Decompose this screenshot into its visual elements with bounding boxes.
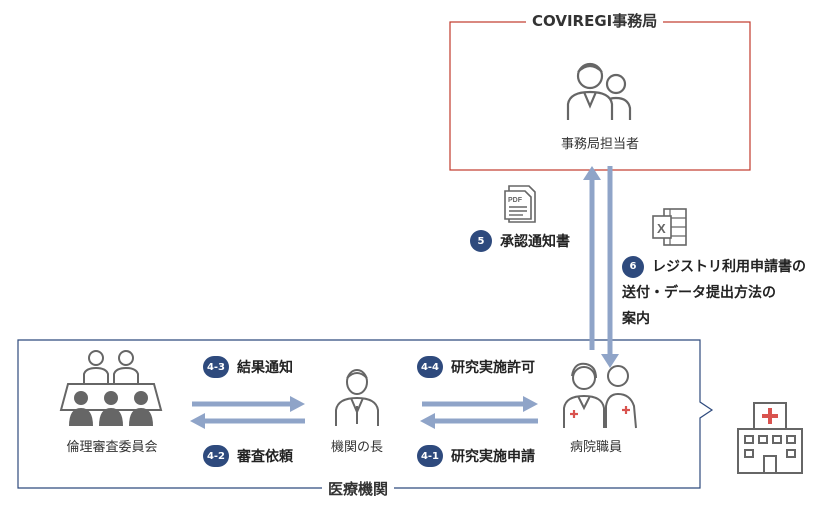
step-4-1-badge: 4-1 [417, 445, 443, 467]
step-4-2-badge: 4-2 [203, 445, 229, 467]
secretariat-title: COVIREGI事務局 [526, 10, 664, 31]
step-4-1: 4-1 研究実施申請 [417, 445, 535, 467]
committee-meeting-icon [59, 350, 163, 426]
step-6-line2: 送付・データ提出方法の [622, 285, 776, 301]
excel-icon-text: X [657, 221, 666, 236]
institution-head-label: 機関の長 [330, 440, 383, 455]
pdf-icon-text: PDF [508, 197, 523, 204]
excel-document-icon: X [652, 208, 687, 246]
step-6-line3: 案内 [622, 311, 650, 327]
step-6-badge: 6 [622, 256, 644, 278]
step-4-2-label: 審査依頼 [237, 449, 293, 465]
step-4-3-badge: 4-3 [203, 356, 229, 378]
step-4-1-label: 研究実施申請 [451, 449, 535, 465]
step-6-line1: レジストリ利用申請書の [652, 259, 806, 275]
step-5-badge: 5 [470, 230, 492, 252]
ethics-committee-label: 倫理審査委員会 [66, 440, 158, 455]
hospital-staff-label: 病院職員 [569, 440, 622, 455]
step-4-4: 4-4 研究実施許可 [417, 356, 535, 378]
step-6: 6 レジストリ利用申請書の 送付・データ提出方法の 案内 [622, 256, 806, 330]
staff-group-icon [566, 62, 632, 120]
institution-title: 医療機関 [322, 478, 395, 499]
step-4-4-label: 研究実施許可 [451, 360, 535, 376]
hospital-building-icon [737, 402, 803, 474]
step-5-label: 承認通知書 [500, 234, 570, 250]
step-4-4-badge: 4-4 [417, 356, 443, 378]
step-4-3: 4-3 結果通知 [203, 356, 293, 378]
step-5: 5 承認通知書 [470, 230, 570, 252]
pdf-document-icon: PDF [504, 185, 536, 223]
medical-staff-icon [563, 362, 637, 429]
executive-person-icon [335, 369, 379, 426]
step-4-2: 4-2 審査依頼 [203, 445, 293, 467]
step-4-3-label: 結果通知 [237, 360, 293, 376]
secretariat-staff-label: 事務局担当者 [560, 137, 639, 152]
